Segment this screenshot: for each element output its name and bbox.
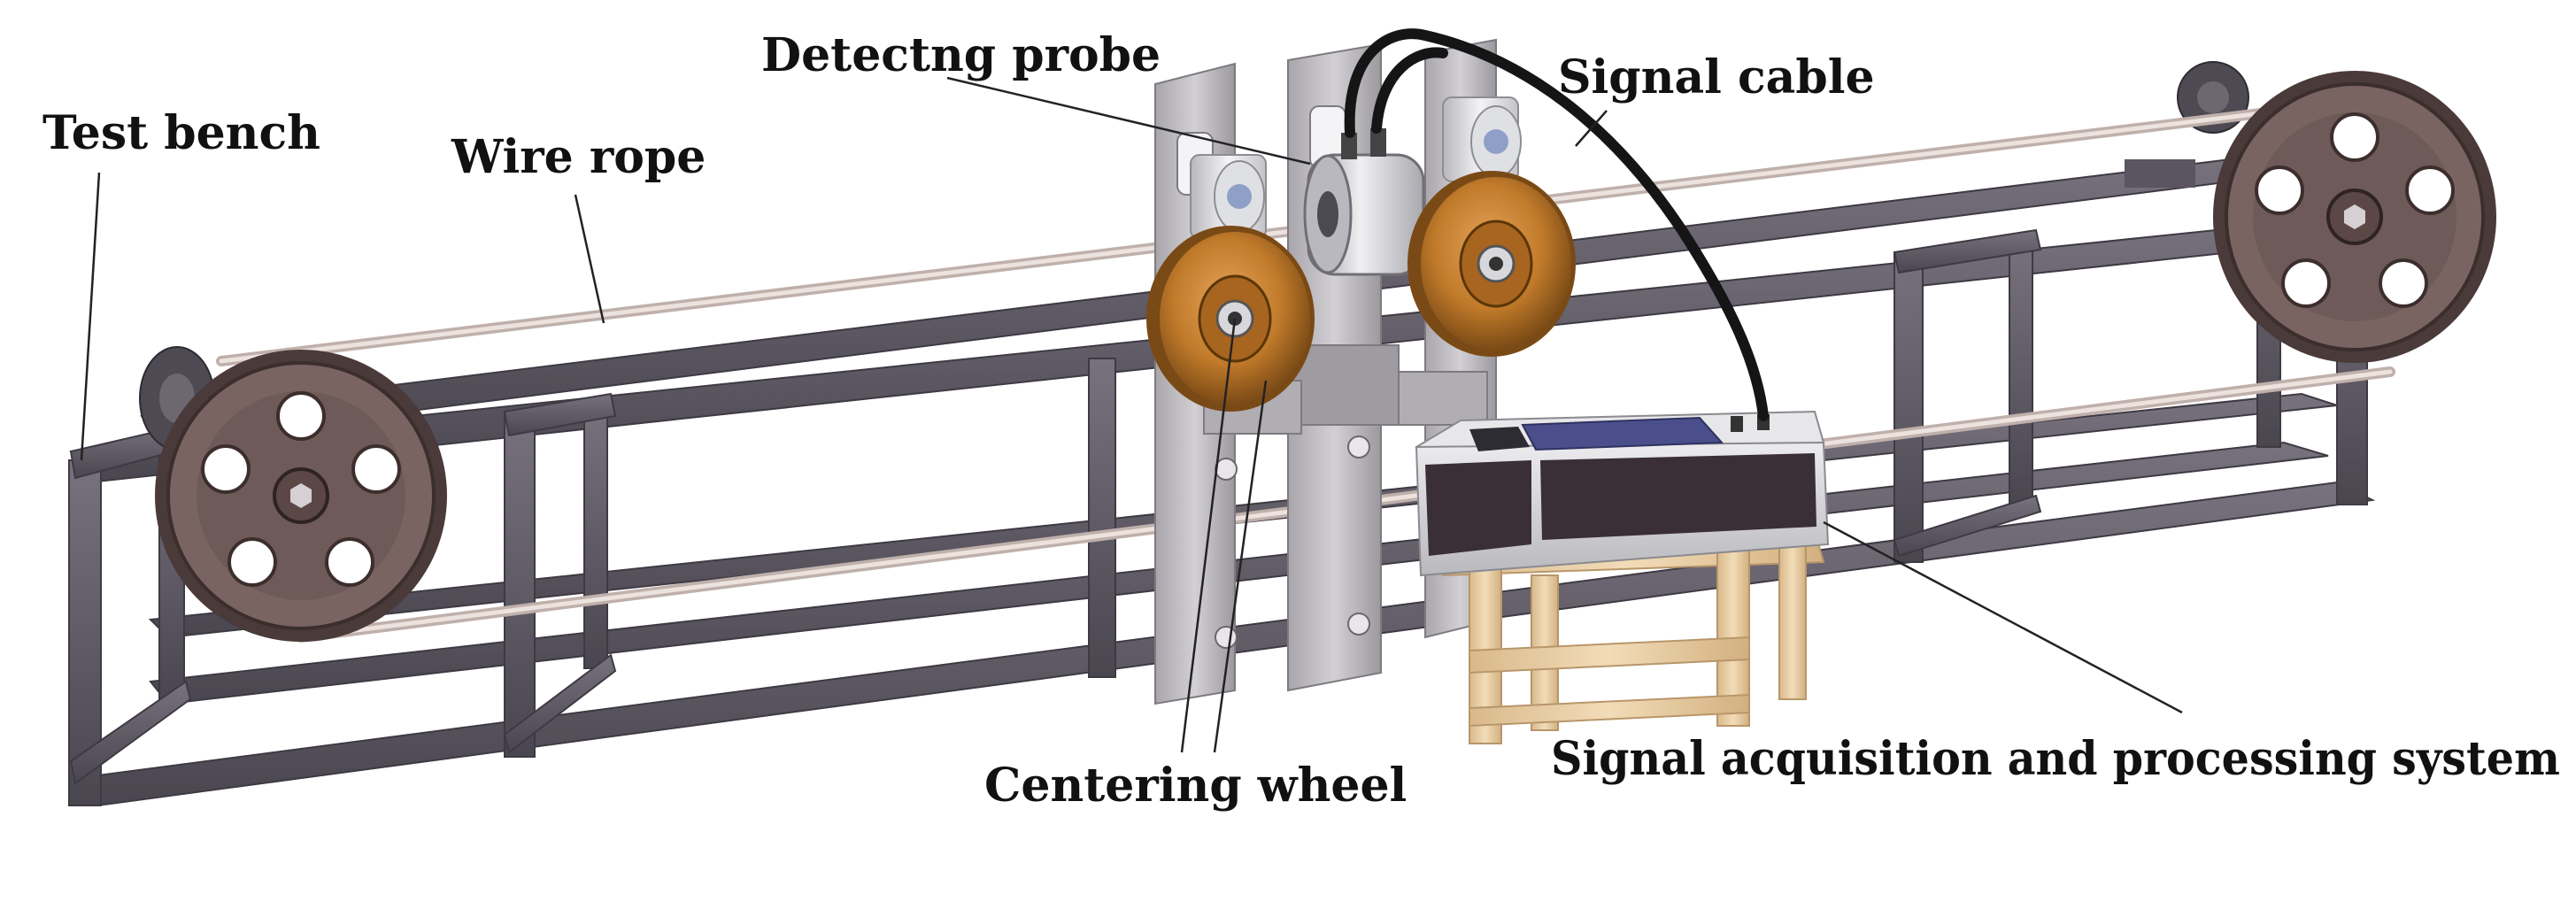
left-pulley [155,350,447,642]
label-signal-cable: Signal cable [1558,50,1875,104]
leader-centering-wheel-left [1180,318,1237,753]
leader-detecting-probe [946,76,1311,166]
label-detecting-probe: Detectng probe [761,28,1161,82]
signal-acquisition-device [1415,410,1830,577]
left-guide-roller [1190,154,1267,240]
left-centering-wheel [1146,226,1315,412]
leader-signal-cable [1575,110,1608,147]
signal-cable [1344,28,1769,421]
labels: Test bench Wire rope Detectng probe Sign… [42,28,2560,813]
detecting-probe [1303,128,1425,276]
right-centering-wheel [1408,171,1576,357]
label-signal-system: Signal acquisition and processing system [1551,732,2560,786]
leader-test-bench [80,172,101,461]
leader-wire-rope [574,194,605,324]
label-wire-rope: Wire rope [451,130,706,184]
label-centering-wheel: Centering wheel [984,759,1407,813]
right-pulley [2213,71,2496,363]
leader-signal-system [1823,520,2183,714]
centering-wheels [1146,171,1576,412]
guide-rollers [1190,96,1522,240]
right-guide-roller [1442,96,1522,182]
right-pulley-bearing [2125,61,2249,188]
label-test-bench: Test bench [42,106,320,160]
leader-lines [80,76,2183,753]
leader-centering-wheel-right [1213,380,1268,753]
